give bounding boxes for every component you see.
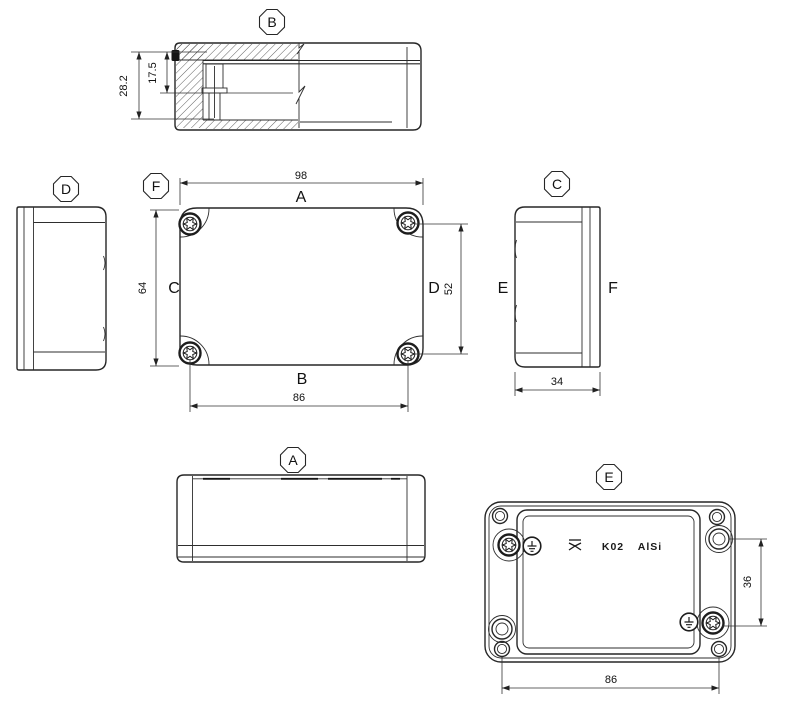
dimension-inner-height: 17.5 [147,52,293,94]
dim-value: 86 [605,674,617,686]
face-letter-right: F [608,280,618,297]
dim-value: 36 [742,576,754,588]
section-hatch-bottom [203,120,298,129]
bottom-outline-inner [488,505,732,659]
view-top-f: F A C D B 98 64 [137,170,468,412]
dimension-hole-spacing-horizontal: 86 [501,657,720,694]
view-badge-c: C [543,170,571,198]
lid-screw-head [171,50,180,61]
view-badge-e: E [595,463,623,491]
earth-ground-icon [522,536,542,556]
view-label: D [61,181,71,197]
face-letter-left: E [498,280,509,297]
view-badge-b: B [258,8,286,36]
view-label: A [288,452,298,468]
latch-mark [514,239,517,259]
view-side-d: D [16,175,107,371]
torx-screw-icon [396,211,420,235]
face-letter-top: A [296,189,307,206]
view-label: C [552,176,562,192]
view-badge-a: A [279,446,307,474]
dim-value: 34 [551,376,563,388]
dimension-overall-height: 28.2 [118,51,214,120]
dim-value: 86 [293,392,305,404]
view-front-a: A [176,446,426,563]
lid-outline [179,207,424,366]
view-badge-f: F [142,172,170,200]
section-hatch-wall [176,44,203,128]
base-panel-inner [522,515,695,649]
material-marking: AlSi [638,541,662,553]
dim-value: 17.5 [147,62,159,83]
face-letter-bottom: B [297,371,308,388]
torx-screw-icon [497,533,521,557]
earth-ground-icon [679,612,699,632]
view-label: F [152,178,161,194]
dimension-overall-width: 98 [179,170,424,205]
view-section-b: B [118,8,422,131]
mount-boss [488,615,516,643]
section-hatch-lid [177,44,298,60]
view-badge-d: D [52,175,80,203]
section-outline [174,42,422,131]
torx-screw-icon [178,212,202,236]
dim-value: 52 [443,283,455,295]
side-outline [16,206,107,371]
corner-arc [180,335,210,365]
model-marking: K02 [602,541,624,553]
view-label: E [604,469,613,485]
side-outline [514,206,601,368]
bottom-outline [484,501,736,663]
dimension-screw-spacing-horizontal: 86 [189,360,409,412]
dimension-hole-spacing-vertical: 36 [722,538,767,627]
face-letter-right: D [428,280,440,297]
front-outline [176,474,426,563]
dim-value: 98 [295,170,307,182]
dimension-screw-spacing-vertical: 52 [414,223,468,355]
dim-value: 64 [137,282,149,294]
dimension-depth: 34 [514,372,601,396]
latch-mark [103,326,106,342]
corner-holes [491,507,728,658]
face-letter-left: C [168,280,180,297]
base-panel [516,509,701,655]
break-line [295,43,306,128]
torx-screw-icon [701,611,725,635]
dimension-overall-depth: 64 [137,209,179,367]
screw-boss-section [171,50,228,120]
latch-mark [514,304,517,323]
view-label: B [267,14,276,30]
view-side-c: C E F 34 [498,170,618,396]
view-bottom-e: E K02 [484,463,767,694]
manufacturer-logo-icon [568,539,582,551]
latch-mark [103,255,106,271]
dim-value: 28.2 [118,75,130,96]
